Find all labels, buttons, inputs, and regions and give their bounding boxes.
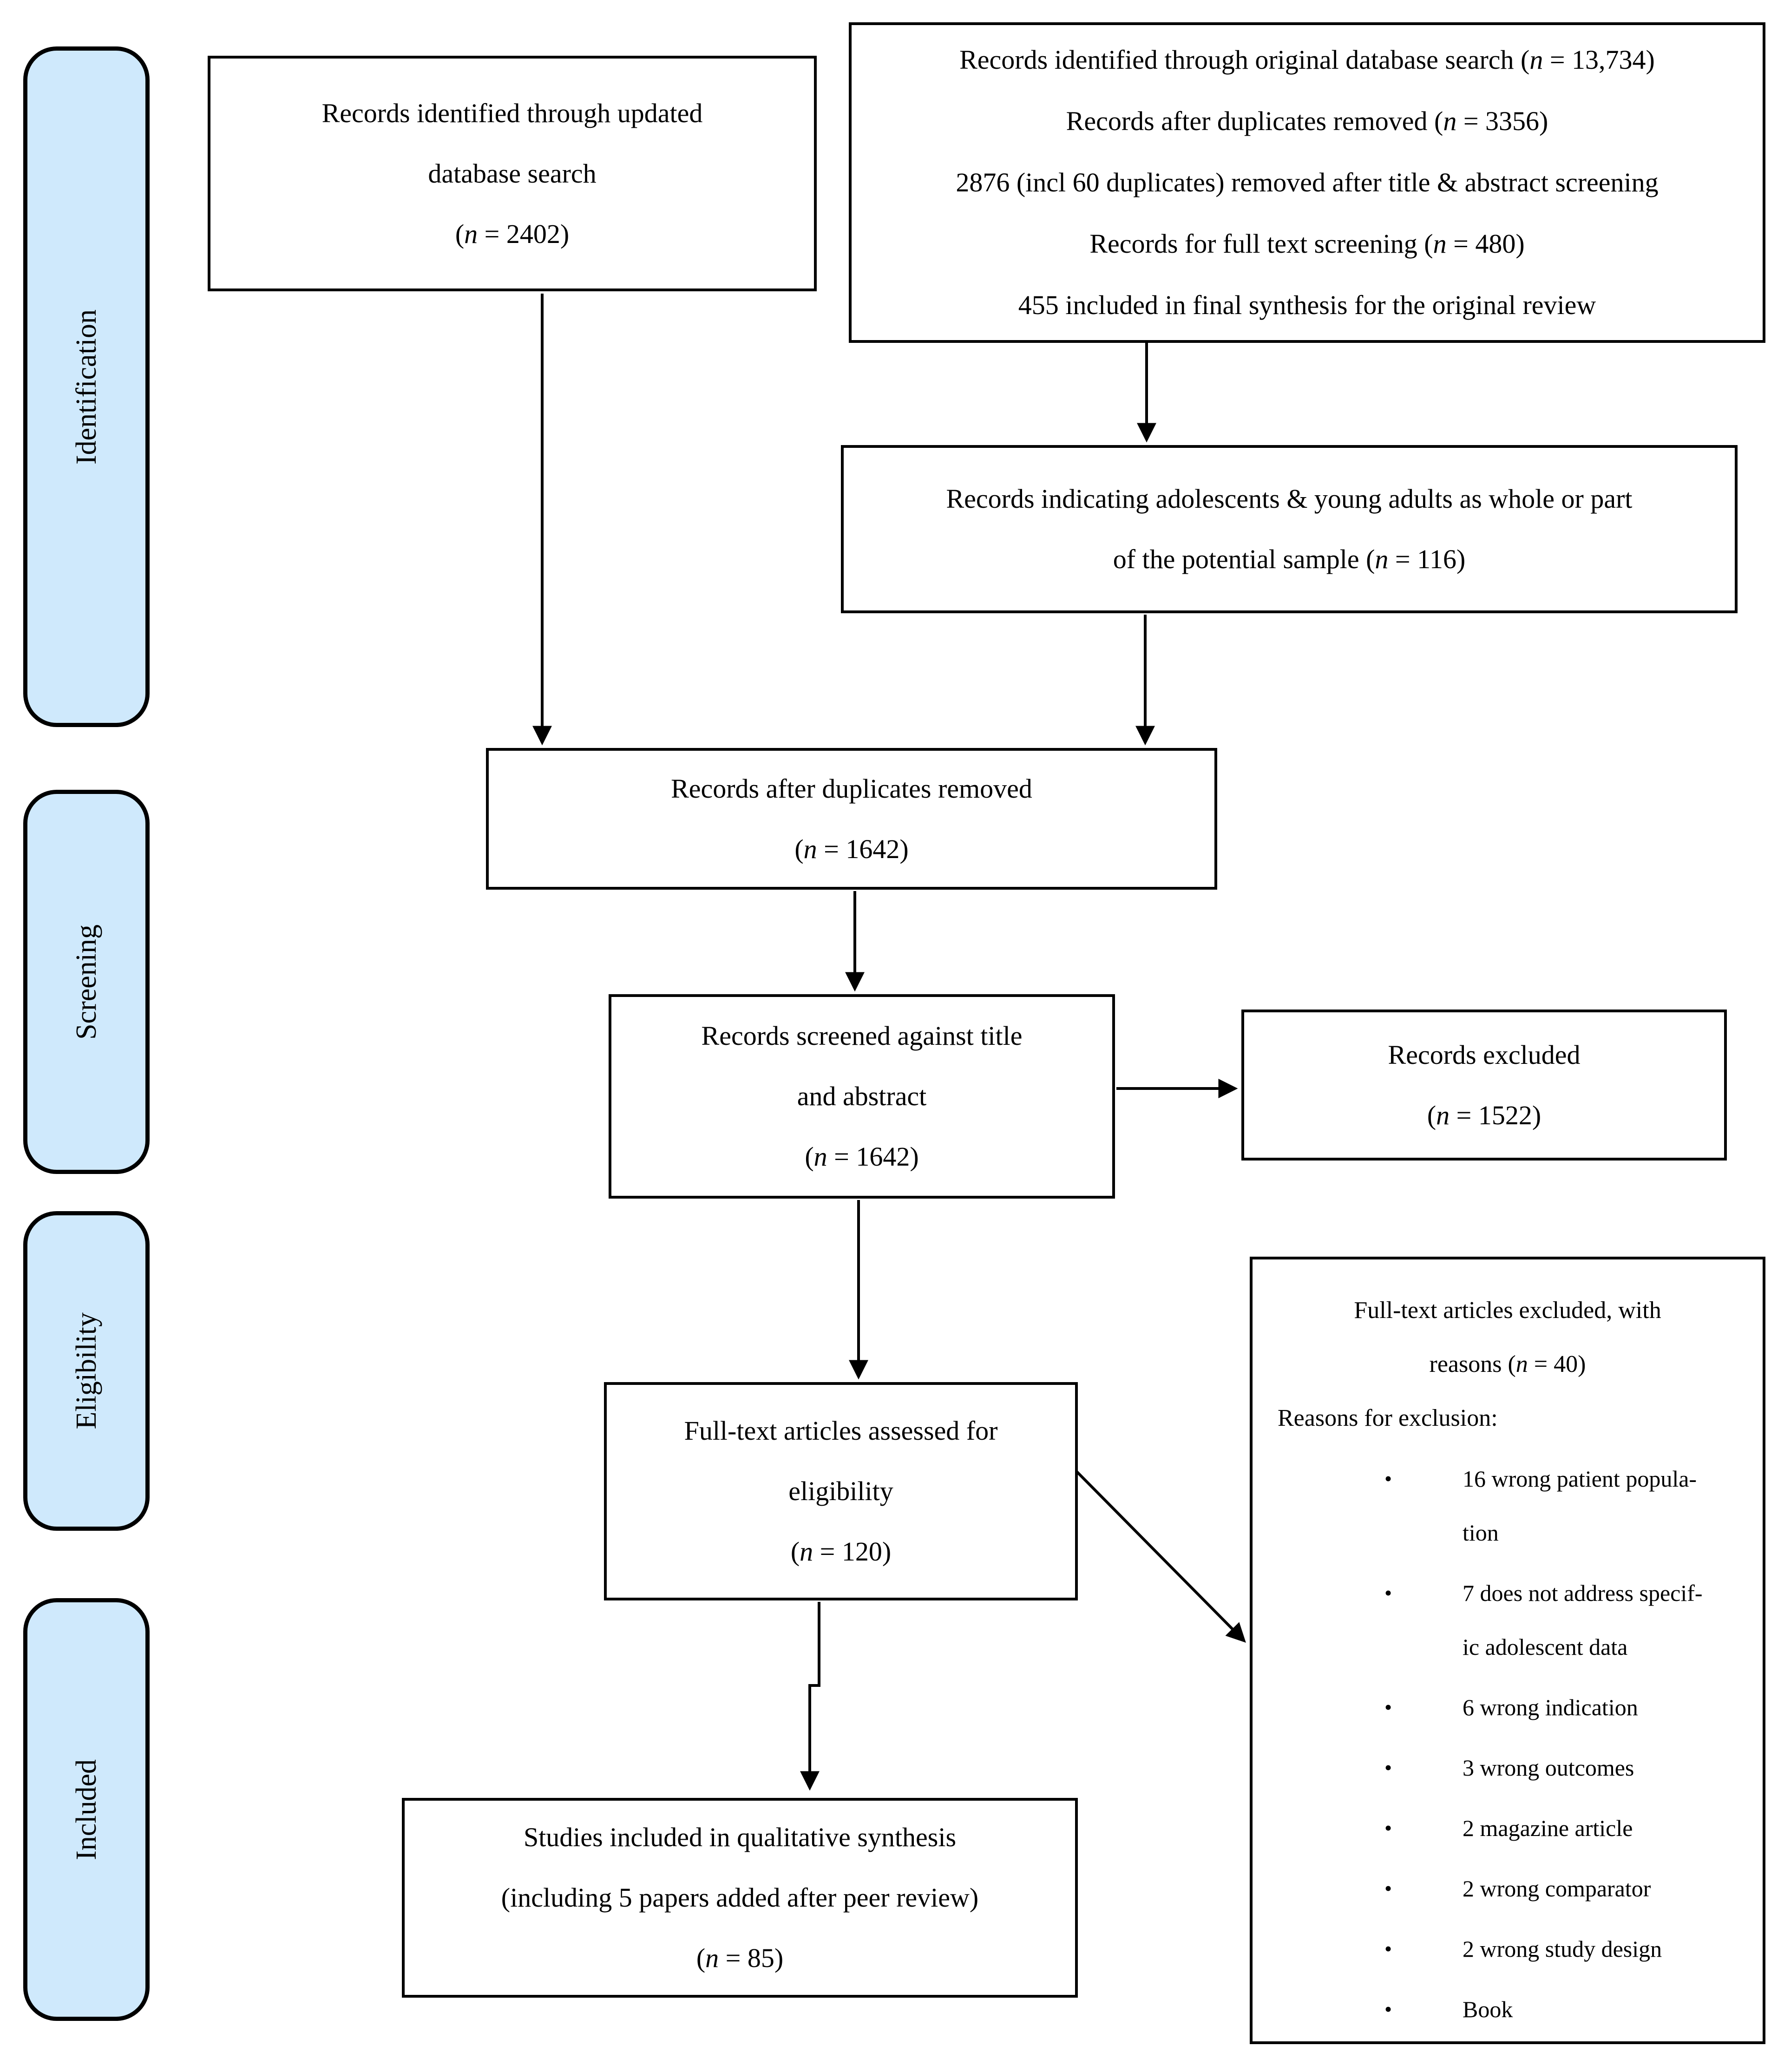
text-line: (n = 1642) <box>794 833 909 864</box>
stage-included: Included <box>23 1598 150 2021</box>
text-line: 6 wrong indication <box>1463 1694 1638 1720</box>
text-line: 16 wrong patient popula- <box>1463 1466 1697 1492</box>
text-line: Records after duplicates removed <box>671 773 1032 804</box>
text-line: eligibility <box>788 1476 893 1506</box>
text-line: reasons (n = 40) <box>1429 1351 1586 1377</box>
bullet-icon: • <box>1384 1876 1392 1900</box>
text-line: Full-text articles excluded, with <box>1354 1297 1661 1324</box>
stage-included-label: Included <box>70 1759 102 1860</box>
text-line: 2 wrong comparator <box>1463 1875 1651 1902</box>
exclusion-reason-item: • 2 wrong comparator <box>1384 1862 1751 1915</box>
text-line: 455 included in final synthesis for the … <box>1018 290 1596 320</box>
exclusion-reason-text: 7 does not address specif-ic adolescent … <box>1463 1566 1703 1674</box>
text-line: Records screened against title <box>701 1021 1023 1051</box>
text-line: 2 wrong study design <box>1463 1936 1662 1962</box>
arrow-fulltext-to-included <box>800 1602 820 1791</box>
text-line: (n = 85) <box>696 1943 784 1973</box>
stage-identification-label: Identification <box>70 309 102 465</box>
stage-screening-label: Screening <box>70 924 102 1040</box>
exclusion-reason-item: • 3 wrong outcomes <box>1384 1741 1751 1795</box>
text-line: 2876 (incl 60 duplicates) removed after … <box>956 167 1659 197</box>
bullet-icon: • <box>1384 1695 1392 1719</box>
exclusion-reason-item: • 7 does not address specif-ic adolescent… <box>1384 1566 1751 1674</box>
bullet-icon: • <box>1384 1997 1392 2021</box>
text-line: database search <box>428 158 597 189</box>
box-original-database-search: Records identified through original data… <box>849 22 1765 343</box>
box-duplicates-removed: Records after duplicates removed (n = 164… <box>486 748 1217 890</box>
arrow-fulltext-to-reasons <box>1076 1470 1246 1643</box>
text-line: Records for full text screening (n = 480… <box>1089 229 1525 259</box>
stage-identification: Identification <box>23 46 150 727</box>
text-line: (including 5 papers added after peer rev… <box>501 1882 979 1913</box>
exclusion-reason-item: • 2 magazine article <box>1384 1801 1751 1855</box>
stage-eligibility-label: Eligibility <box>70 1312 102 1429</box>
text-line: ic adolescent data <box>1463 1634 1628 1660</box>
exclusion-reason-item: • Book <box>1384 1982 1751 2036</box>
reasons-subheading: Reasons for exclusion: <box>1278 1405 1498 1431</box>
text-line: Book <box>1463 1996 1513 2022</box>
box-adolescent-records: Records indicating adolescents & young a… <box>841 445 1738 613</box>
box-updated-database-search: Records identified through updated databa… <box>208 56 817 291</box>
exclusion-reason-text: 2 magazine article <box>1463 1801 1633 1855</box>
exclusion-reason-text: 3 wrong outcomes <box>1463 1741 1634 1795</box>
text-line: Studies included in qualitative synthesi… <box>523 1822 957 1852</box>
text-line: 3 wrong outcomes <box>1463 1755 1634 1781</box>
text-line: Full-text articles assessed for <box>684 1416 998 1446</box>
exclusion-reason-text: 6 wrong indication <box>1463 1680 1638 1734</box>
bullet-icon: • <box>1384 1816 1392 1840</box>
text-line: (n = 120) <box>790 1536 892 1567</box>
bullet-icon: • <box>1384 1756 1392 1779</box>
reasons-list: • 16 wrong patient popula-tion • 7 does not… <box>1265 1445 1751 2036</box>
box-studies-included: Studies included in qualitative synthesi… <box>402 1798 1078 1998</box>
box-records-screened: Records screened against title and abstra… <box>609 994 1115 1199</box>
box-fulltext-excluded-reasons: Full-text articles excluded, with reasons… <box>1250 1257 1765 2044</box>
text-line: Records indicating adolescents & young a… <box>946 484 1633 514</box>
text-line: (n = 1642) <box>805 1141 919 1172</box>
box-records-excluded: Records excluded (n = 1522) <box>1241 1010 1727 1161</box>
exclusion-reason-item: • 16 wrong patient popula-tion <box>1384 1452 1751 1560</box>
exclusion-reason-text: 16 wrong patient popula-tion <box>1463 1452 1697 1560</box>
text-line: tion <box>1463 1520 1499 1546</box>
text-line: Records excluded <box>1388 1039 1581 1070</box>
bullet-icon: • <box>1384 1467 1392 1490</box>
text-line: Records identified through original data… <box>959 45 1655 75</box>
reasons-heading: Full-text articles excluded, with reasons… <box>1265 1284 1751 1391</box>
bullet-icon: • <box>1384 1937 1392 1961</box>
exclusion-reason-text: 2 wrong study design <box>1463 1922 1662 1976</box>
stage-screening: Screening <box>23 790 150 1174</box>
text-line: (n = 1522) <box>1427 1100 1541 1130</box>
text-line: and abstract <box>797 1081 927 1111</box>
exclusion-reason-item: • 6 wrong indication <box>1384 1680 1751 1734</box>
stage-eligibility: Eligibility <box>23 1211 150 1531</box>
bullet-icon: • <box>1384 1581 1392 1605</box>
exclusion-reason-item: • 2 wrong study design <box>1384 1922 1751 1976</box>
exclusion-reason-text: 2 wrong comparator <box>1463 1862 1651 1915</box>
exclusion-reason-text: Book <box>1463 1982 1513 2036</box>
text-line: Records identified through updated <box>321 98 703 128</box>
text-line: Records after duplicates removed (n = 33… <box>1066 106 1548 136</box>
text-line: of the potential sample (n = 116) <box>1113 544 1466 574</box>
text-line: 7 does not address specif- <box>1463 1580 1703 1606</box>
text-line: 2 magazine article <box>1463 1815 1633 1841</box>
text-line: (n = 2402) <box>455 218 570 249</box>
box-fulltext-assessed: Full-text articles assessed for eligibili… <box>604 1382 1078 1600</box>
